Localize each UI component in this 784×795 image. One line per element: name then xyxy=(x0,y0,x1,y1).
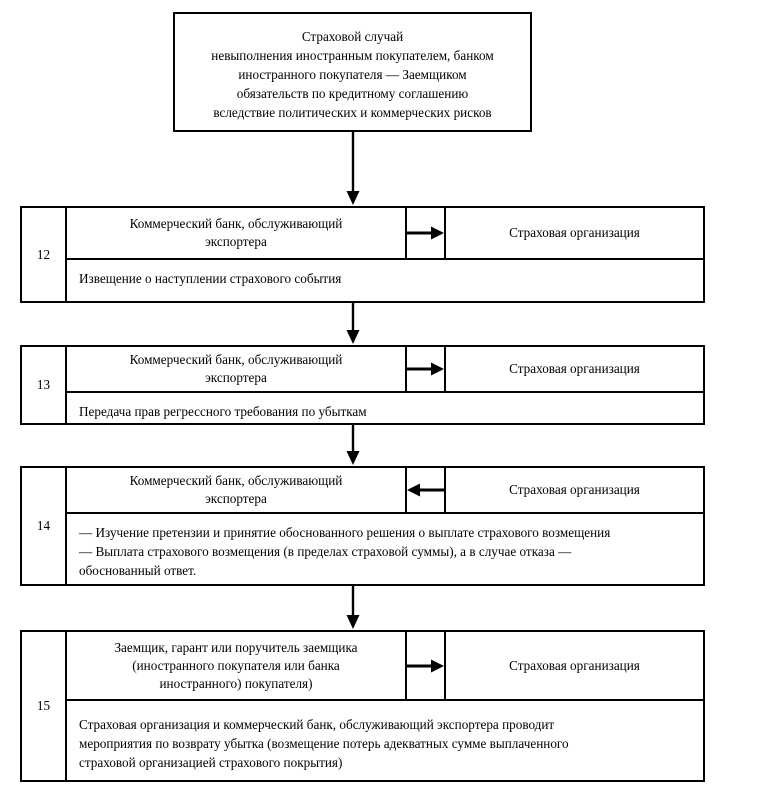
stage-body-15: Заемщик, гарант или поручитель заемщика … xyxy=(67,632,703,780)
left-actor-14: Коммерческий банк, обслуживающий экспорт… xyxy=(129,473,343,506)
stage-description-15: Страховая организация и коммерческий бан… xyxy=(79,717,569,770)
stage-body-14: Коммерческий банк, обслуживающий экспорт… xyxy=(67,468,703,584)
arrow-down-icon xyxy=(346,586,360,629)
arrow-cell-12 xyxy=(405,208,446,258)
right-actor-13: Страховая организация xyxy=(509,361,640,376)
stage-block-14: 14 Коммерческий банк, обслуживающий эксп… xyxy=(20,466,705,586)
right-actor-12: Страховая организация xyxy=(509,225,640,240)
connector-event-to-stage-12 xyxy=(345,132,361,206)
actor-row-13: Коммерческий банк, обслуживающий экспорт… xyxy=(67,347,703,393)
stage-number-14: 14 xyxy=(22,468,67,584)
arrow-right-icon xyxy=(407,659,444,672)
left-actor-13: Коммерческий банк, обслуживающий экспорт… xyxy=(129,352,343,385)
insured-event-box: Страховой случай невыполнения иностранны… xyxy=(173,12,532,132)
arrow-right-icon xyxy=(407,362,444,376)
stage-body-13: Коммерческий банк, обслуживающий экспорт… xyxy=(67,347,703,423)
actor-row-14: Коммерческий банк, обслуживающий экспорт… xyxy=(67,468,703,514)
connector-stage-12-to-13 xyxy=(345,303,361,345)
arrow-right-icon xyxy=(407,226,444,240)
stage-description-13: Передача прав регрессного требования по … xyxy=(79,404,367,419)
stage-block-12: 12 Коммерческий банк, обслуживающий эксп… xyxy=(20,206,705,303)
arrow-cell-14 xyxy=(405,468,446,512)
left-actor-12: Коммерческий банк, обслуживающий экспорт… xyxy=(129,216,343,249)
actor-row-12: Коммерческий банк, обслуживающий экспорт… xyxy=(67,208,703,260)
actor-row-15: Заемщик, гарант или поручитель заемщика … xyxy=(67,632,703,701)
arrow-down-icon xyxy=(346,425,360,465)
stage-number-13: 13 xyxy=(22,347,67,423)
stage-description-12: Извещение о наступлении страхового событ… xyxy=(79,271,342,286)
stage-description-14: — Изучение претензии и принятие обоснова… xyxy=(79,525,611,578)
arrow-cell-15 xyxy=(405,632,446,699)
connector-stage-14-to-15 xyxy=(345,586,361,630)
stage-number-12: 12 xyxy=(22,208,67,301)
left-actor-15: Заемщик, гарант или поручитель заемщика … xyxy=(114,639,358,691)
stage-body-12: Коммерческий банк, обслуживающий экспорт… xyxy=(67,208,703,301)
arrow-down-icon xyxy=(346,132,360,205)
arrow-left-icon xyxy=(407,483,444,497)
arrow-down-icon xyxy=(346,303,360,344)
arrow-cell-13 xyxy=(405,347,446,391)
stage-number-15: 15 xyxy=(22,632,67,780)
connector-stage-13-to-14 xyxy=(345,425,361,466)
right-actor-15: Страховая организация xyxy=(509,657,640,673)
stage-block-15: 15 Заемщик, гарант или поручитель заемщи… xyxy=(20,630,705,782)
right-actor-14: Страховая организация xyxy=(509,482,640,497)
stage-block-13: 13 Коммерческий банк, обслуживающий эксп… xyxy=(20,345,705,425)
insured-event-text: Страховой случай невыполнения иностранны… xyxy=(211,29,494,120)
